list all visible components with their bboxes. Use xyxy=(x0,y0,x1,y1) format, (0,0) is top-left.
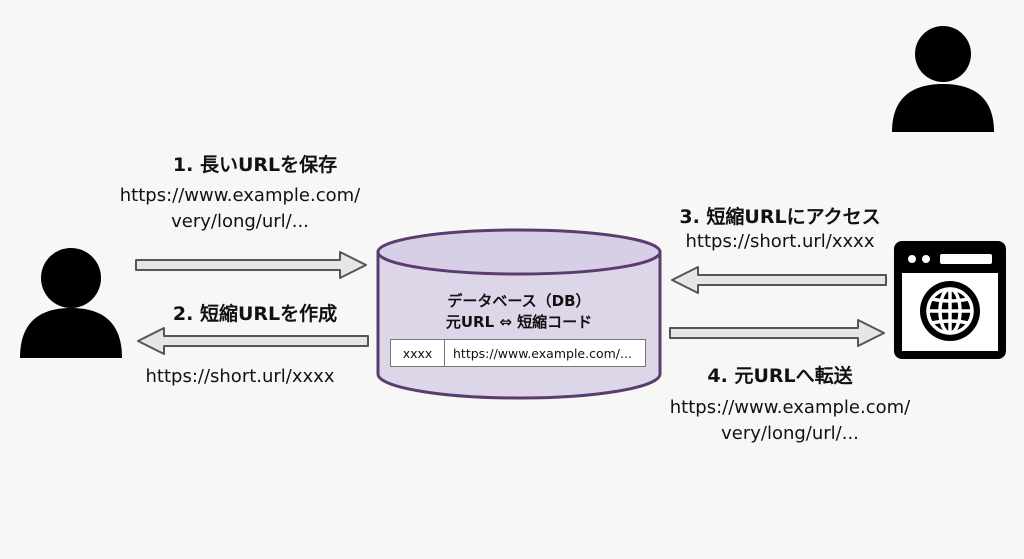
step4-url-line1: https://www.example.com/ xyxy=(669,397,911,418)
db-cell-url: https://www.example.com/... xyxy=(453,345,632,361)
db-table-row: xxxx https://www.example.com/... xyxy=(390,339,646,367)
step4-title: 4. 元URLへ転送 xyxy=(707,365,853,387)
step3-title: 3. 短縮URLにアクセス xyxy=(679,206,881,228)
step1-url-line2: very/long/url/... xyxy=(171,211,309,232)
step1-url-line1: https://www.example.com/ xyxy=(119,185,361,206)
browser-globe-icon xyxy=(894,241,1006,359)
db-title: データベース（DB） xyxy=(447,292,591,310)
db-cell-code: xxxx xyxy=(391,340,445,366)
arrow-left-create xyxy=(137,327,369,355)
arrow-left-access xyxy=(671,266,887,294)
step4-url-line2: very/long/url/... xyxy=(721,423,859,444)
step1-title: 1. 長いURLを保存 xyxy=(172,154,338,176)
step2-url: https://short.url/xxxx xyxy=(145,366,335,387)
db-subtitle: 元URL ⇔ 短縮コード xyxy=(445,313,593,331)
step3-url: https://short.url/xxxx xyxy=(685,231,875,252)
person-icon xyxy=(892,26,994,132)
arrow-right-store xyxy=(135,251,367,279)
step2-title: 2. 短縮URLを作成 xyxy=(172,303,338,325)
arrow-right-redirect xyxy=(669,319,885,347)
person-icon xyxy=(20,248,122,358)
